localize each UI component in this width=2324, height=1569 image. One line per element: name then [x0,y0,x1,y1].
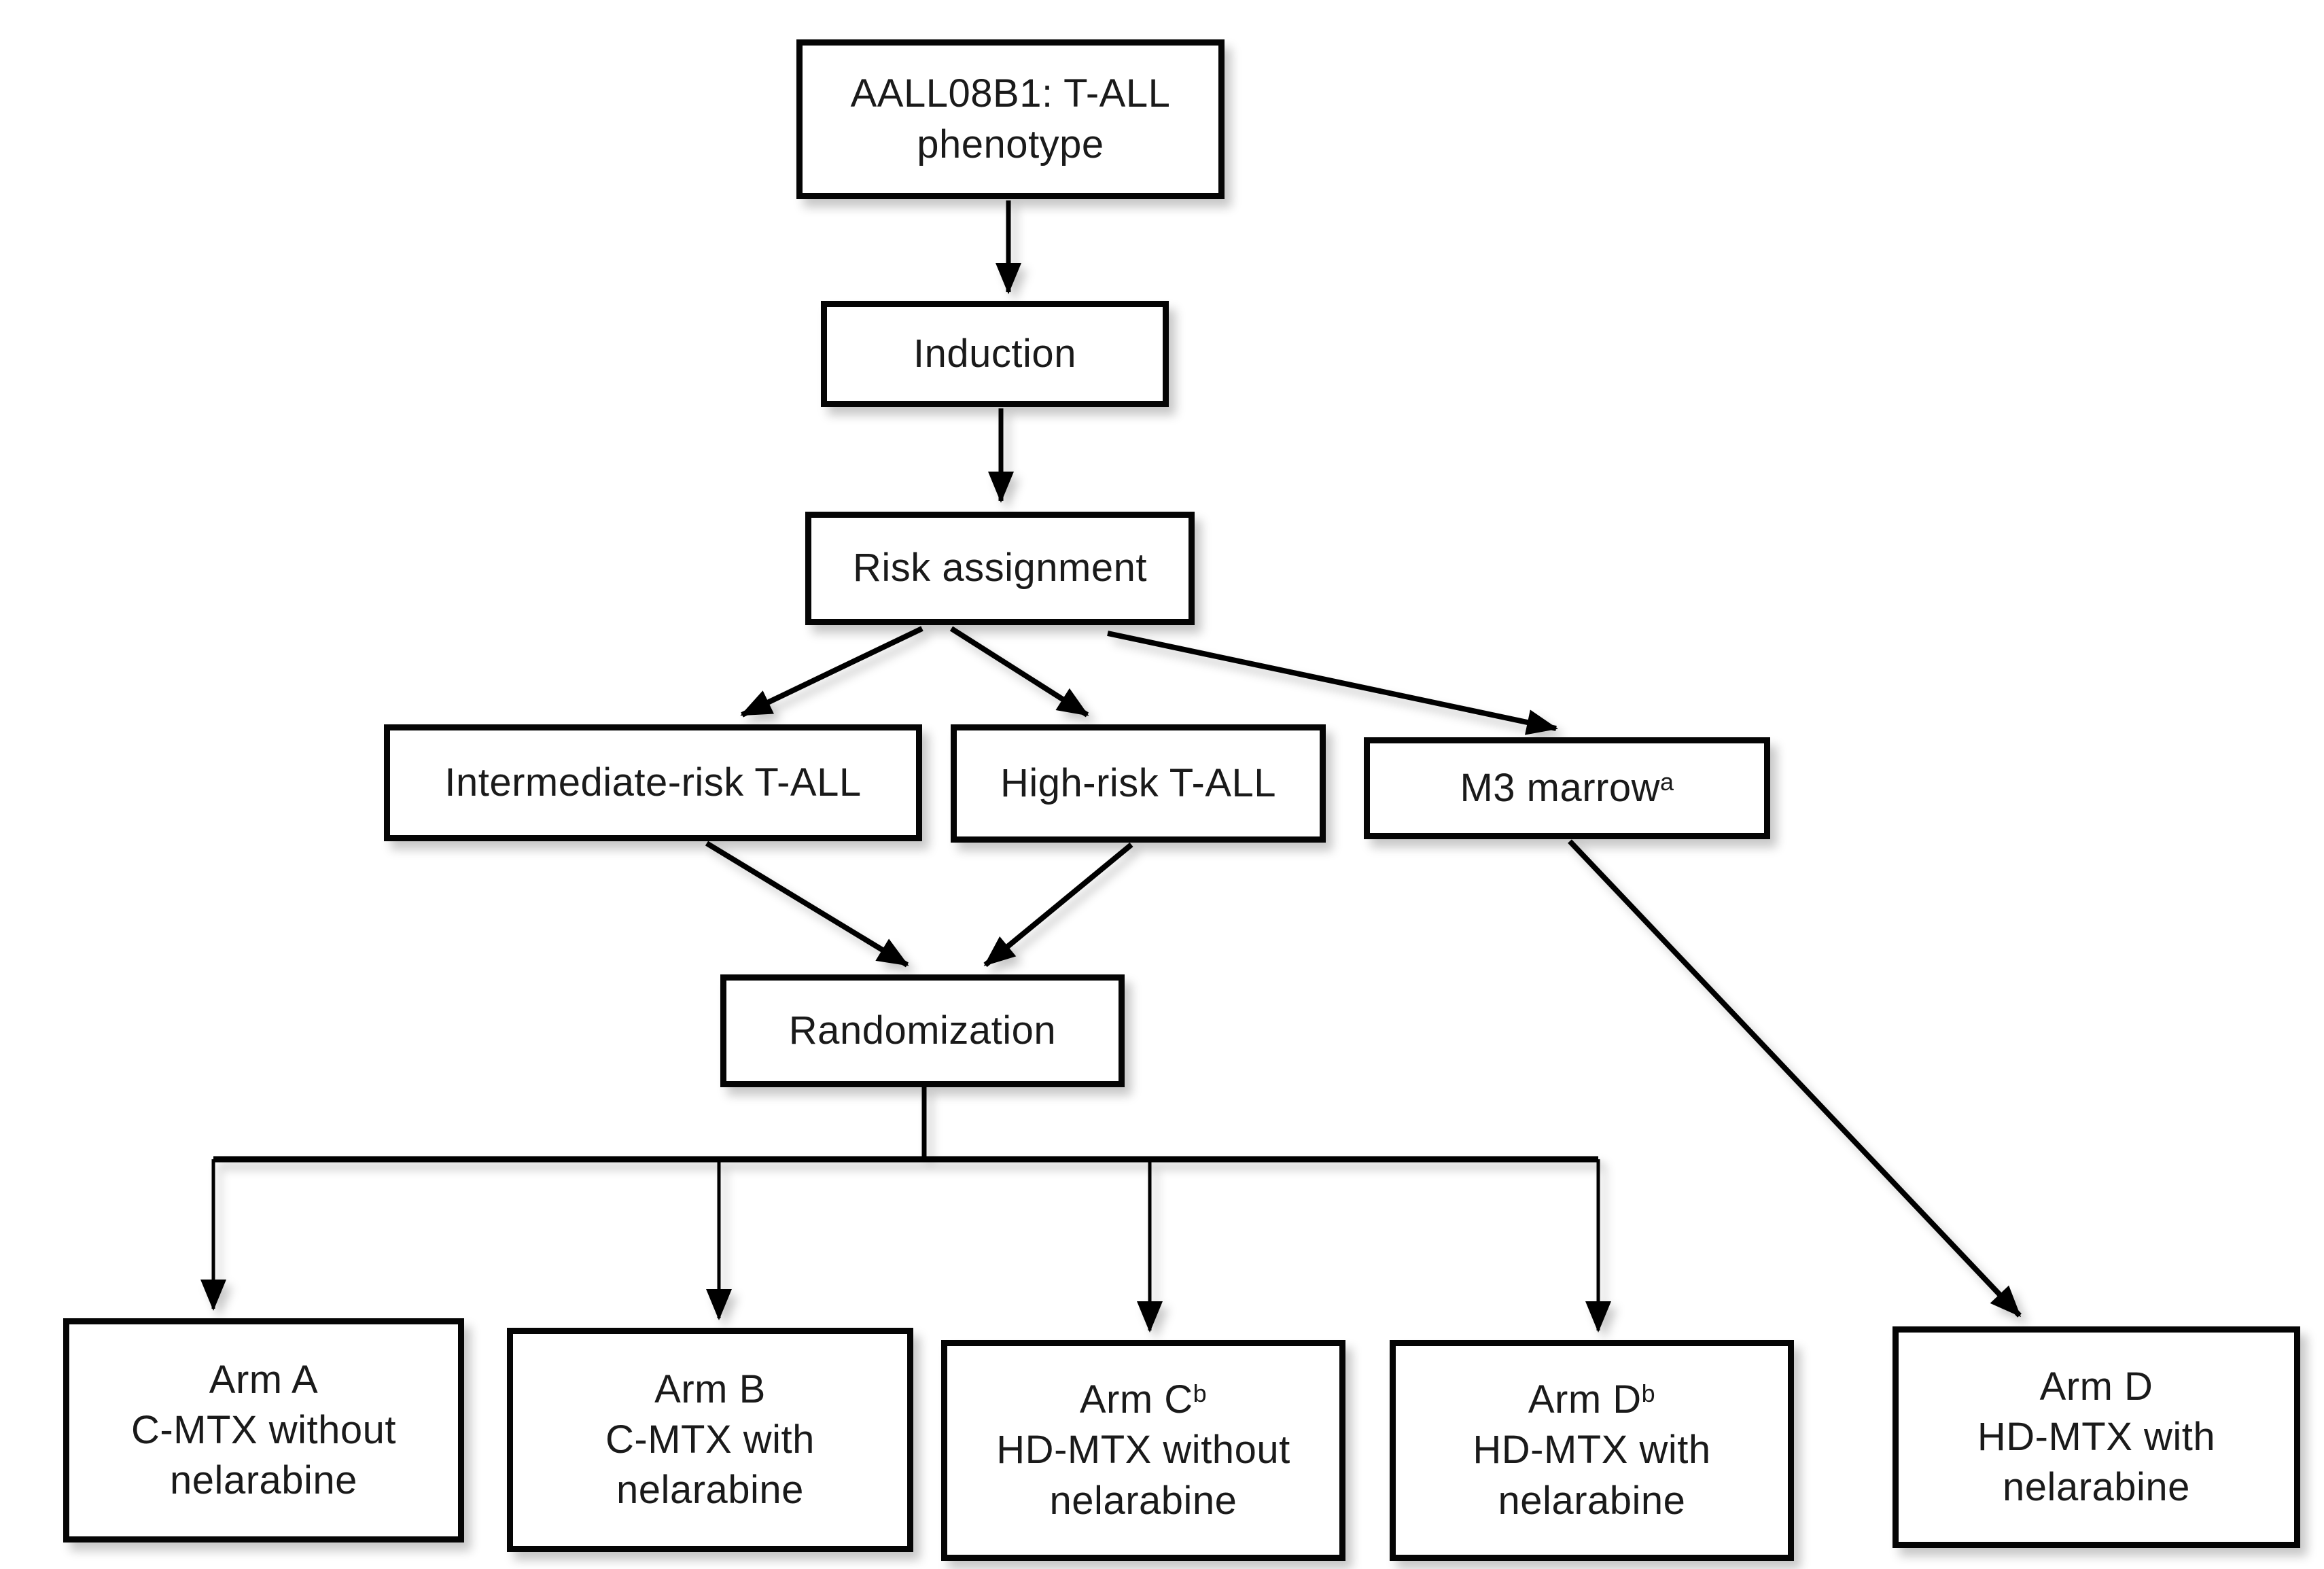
node-aall08b1-t-all-phenotype: AALL08B1: T-ALL phenotype [796,39,1225,199]
node-label: nelarabine [170,1458,357,1503]
node-label: phenotype [917,122,1104,166]
node-label: HD-MTX with [1977,1414,2216,1459]
node-randomization: Randomization [720,974,1125,1087]
footnote-marker-a: a [1660,767,1674,796]
node-label: nelarabine [1049,1478,1237,1523]
node-label: Risk assignment [853,546,1147,590]
node-label: Arm A [209,1357,319,1402]
node-risk-assignment: Risk assignment [805,512,1195,625]
node-label: Arm D [1528,1377,1642,1422]
node-arm-c-hd-mtx-without-nelarabine: Arm Cb HD-MTX without nelarabine [941,1340,1345,1561]
node-arm-a-c-mtx-without-nelarabine: Arm A C-MTX without nelarabine [63,1318,464,1542]
edge-intermediate-to-randomization [705,841,909,968]
node-label: HD-MTX without [996,1428,1290,1473]
node-label: Arm D [2039,1364,2153,1409]
edge-high-to-randomization [983,842,1133,968]
node-label: C-MTX without [130,1407,396,1452]
edge-risk-to-m3 [1107,631,1558,735]
node-intermediate-risk-t-all: Intermediate-risk T-ALL [384,724,922,841]
node-induction: Induction [821,301,1169,407]
node-m3-marrow: M3 marrowa [1364,737,1770,839]
node-arm-d-hd-mtx-with-nelarabine: Arm Db HD-MTX with nelarabine [1390,1340,1794,1561]
footnote-marker-b: b [1193,1379,1208,1407]
node-label: AALL08B1: T-ALL [850,71,1171,116]
node-arm-d-m3-hd-mtx-with-nelarabine: Arm D HD-MTX with nelarabine [1892,1326,2300,1548]
node-label: High-risk T-ALL [1000,760,1277,805]
node-label: nelarabine [1498,1478,1686,1523]
node-label: HD-MTX with [1473,1428,1711,1473]
node-label: nelarabine [616,1468,804,1513]
node-label: Arm C [1079,1377,1193,1422]
node-label: Arm B [654,1367,766,1411]
node-arm-b-c-mtx-with-nelarabine: Arm B C-MTX with nelarabine [507,1328,913,1552]
edge-risk-to-intermediate [740,626,923,718]
node-label: M3 marrow [1460,765,1661,810]
node-label: C-MTX with [605,1417,815,1462]
node-high-risk-t-all: High-risk T-ALL [951,724,1326,843]
node-label: Induction [913,331,1076,376]
edge-m3-to-armD2 [1568,839,2022,1318]
node-label: Intermediate-risk T-ALL [444,760,862,805]
edge-risk-to-high [949,626,1089,718]
footnote-marker-b: b [1641,1379,1656,1407]
node-label: Randomization [788,1008,1057,1053]
node-label: nelarabine [2003,1465,2190,1510]
